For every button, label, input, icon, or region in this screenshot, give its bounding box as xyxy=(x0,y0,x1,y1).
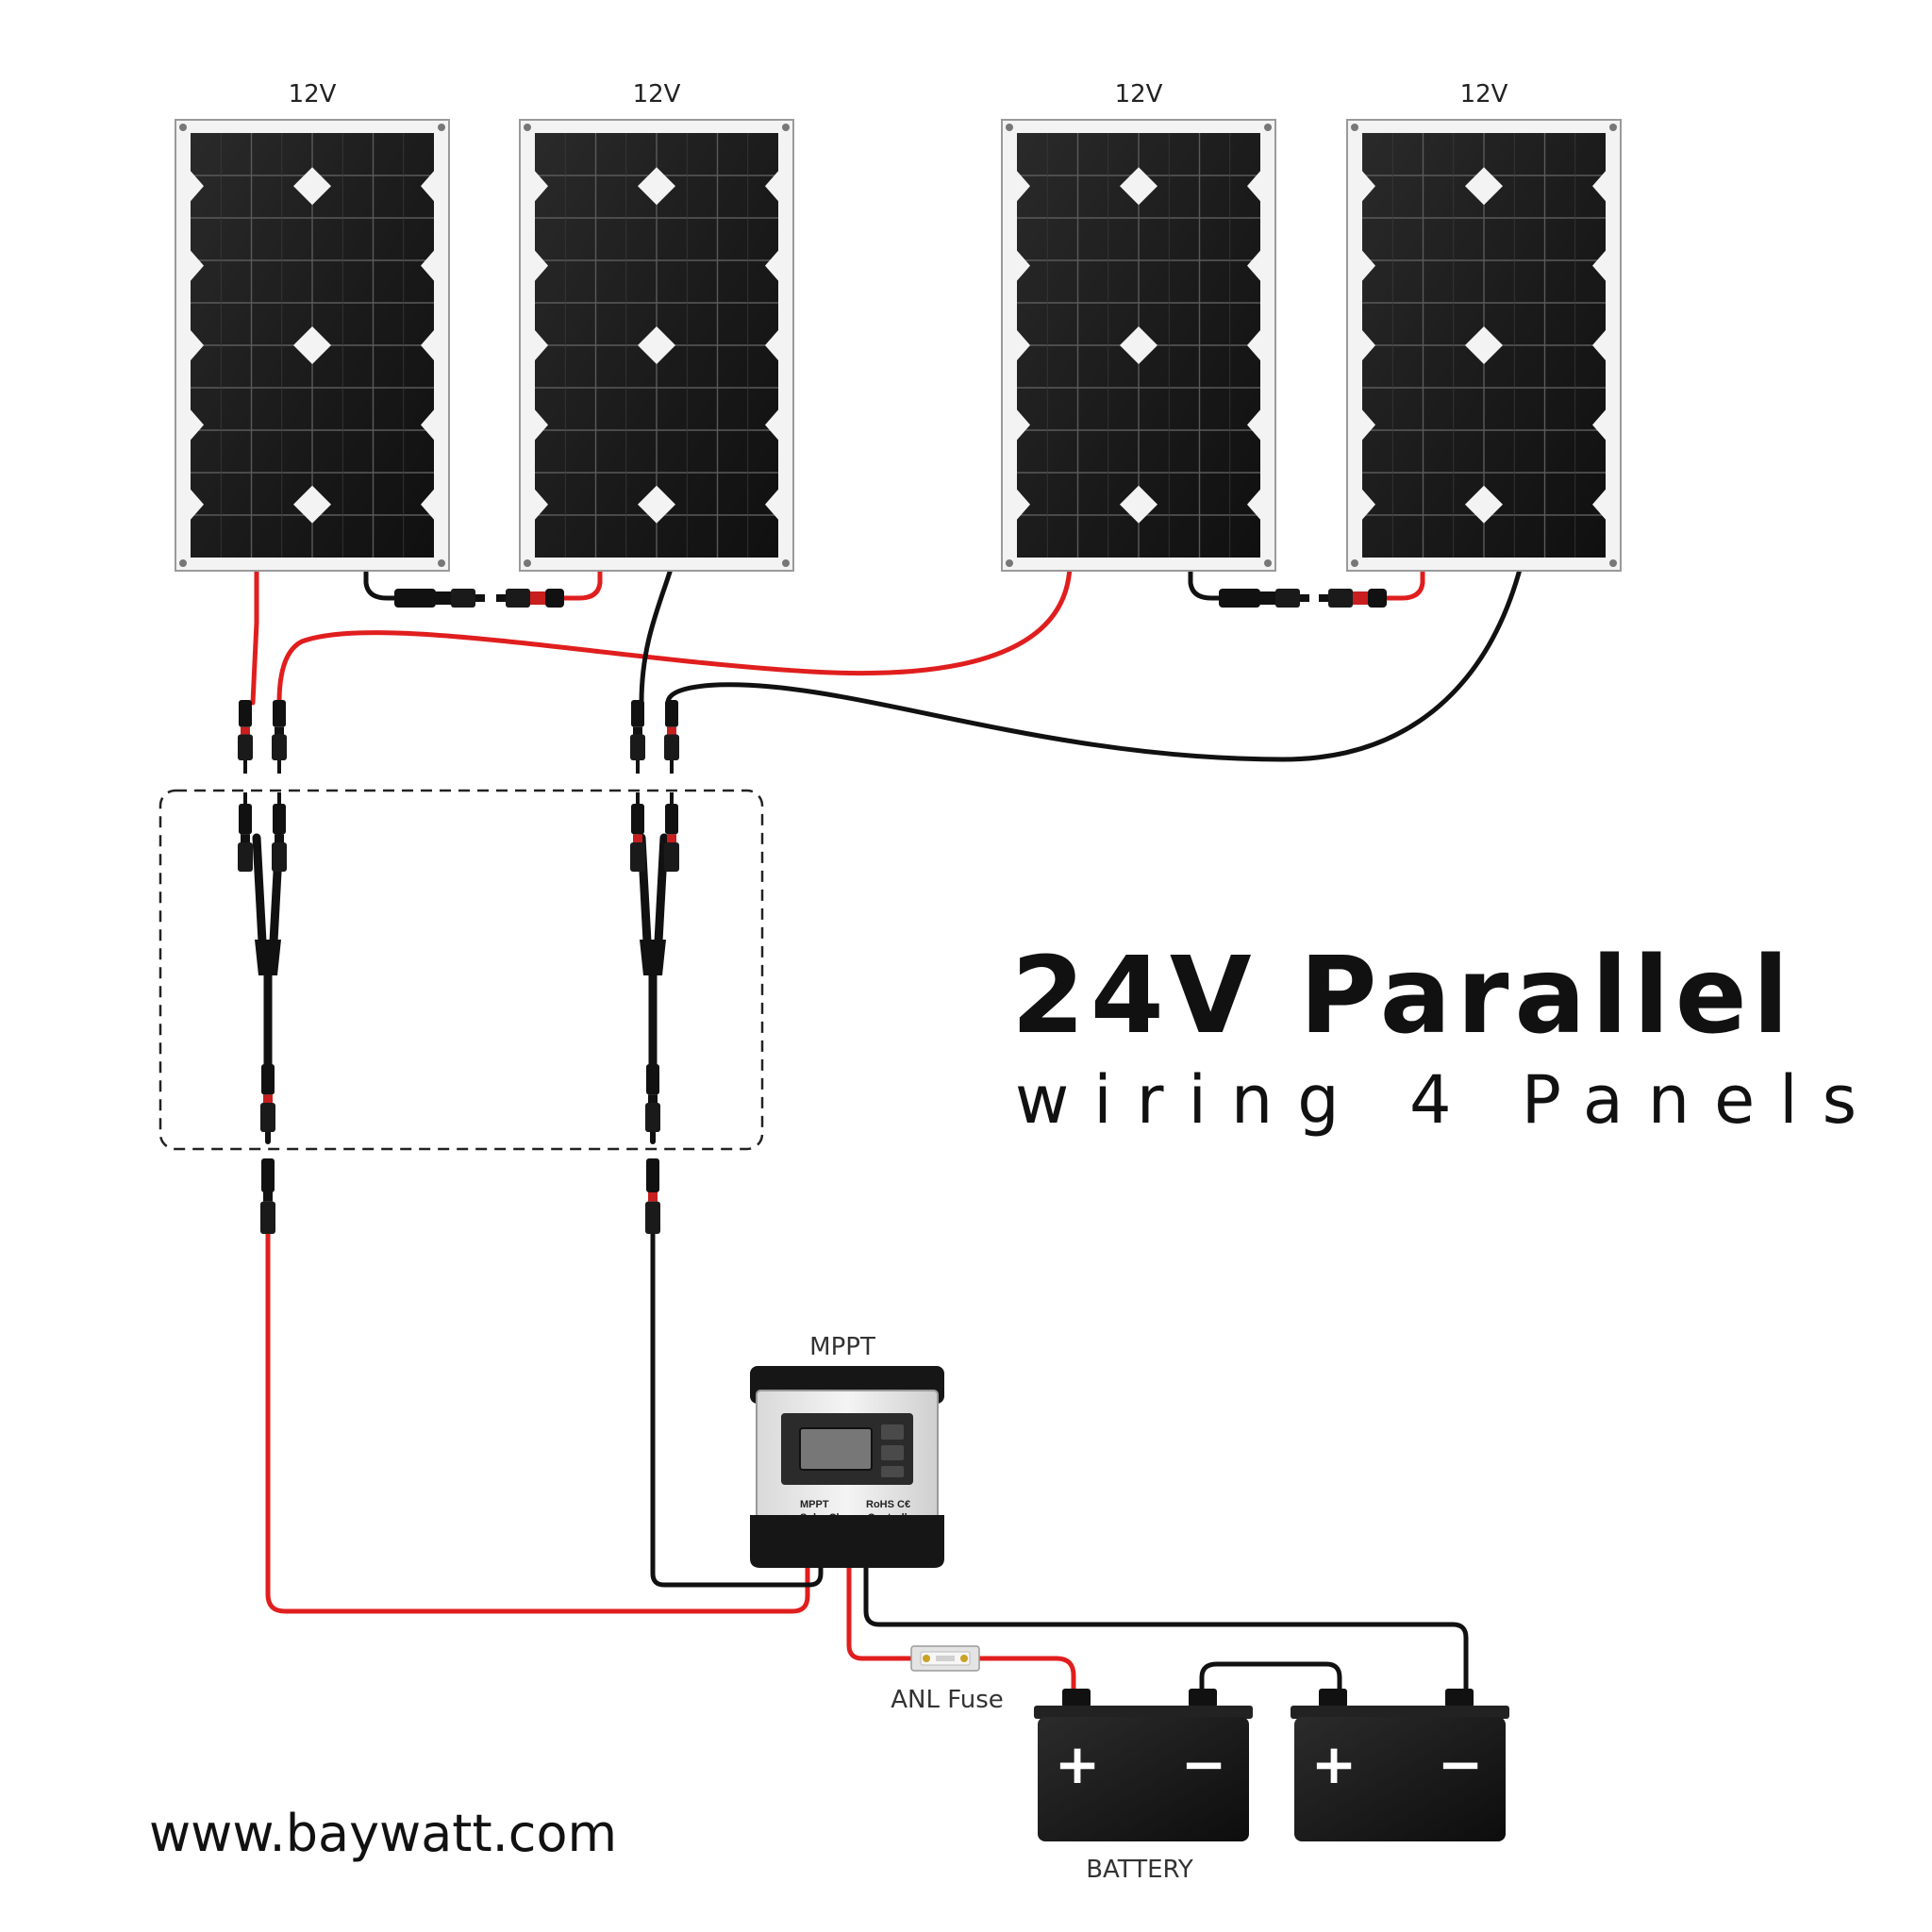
solar-panel-icon xyxy=(519,119,794,572)
fuse-label: ANL Fuse xyxy=(891,1686,1004,1714)
wire-panel2-positive-short xyxy=(561,563,603,601)
battery-icon: + − xyxy=(1034,1689,1253,1841)
mc4-connector-icon xyxy=(238,804,253,872)
solar-panel-icon xyxy=(1346,119,1622,572)
mc4-connector-icon xyxy=(260,1064,275,1132)
wire-battery-link xyxy=(1199,1661,1342,1695)
controller-face-brand: MPPT xyxy=(800,1499,829,1510)
solar-panels: 12V 12V 12V 12V xyxy=(175,80,1622,572)
vertical-connectors xyxy=(238,700,679,1234)
wire-panel2-negative xyxy=(639,563,675,706)
wire-battery-positive-after-fuse xyxy=(976,1656,1076,1695)
wire-pv-negative-main xyxy=(650,1228,824,1588)
charge-controller-icon: MPPT MPPT RoHS C€ Solar Charge Controlle… xyxy=(750,1333,944,1568)
mc4-connector-icon xyxy=(272,700,287,760)
y-branch-box xyxy=(158,789,764,1151)
diagram-title: 24V Parallel xyxy=(1011,935,1794,1058)
mc4-connector-icon xyxy=(645,1064,660,1132)
mc4-connector-icon xyxy=(630,804,645,872)
battery-plus-symbol: + xyxy=(1055,1732,1101,1796)
wire-battery-positive xyxy=(846,1554,914,1661)
controller-label: MPPT xyxy=(809,1333,875,1361)
wire-battery-negative xyxy=(863,1554,1469,1695)
diagram-subtitle: wiring 4 Panels xyxy=(1015,1061,1881,1139)
panel-voltage-label: 12V xyxy=(1115,80,1163,108)
panel-voltage-label: 12V xyxy=(1460,80,1508,108)
panel-voltage-label: 12V xyxy=(289,80,337,108)
solar-panel-icon xyxy=(1001,119,1276,572)
batteries: + − + − BATTERY xyxy=(1034,1689,1509,1884)
fuse-icon xyxy=(910,1645,980,1672)
solar-panel-icon xyxy=(175,119,450,572)
y-branch-connector-icon xyxy=(640,940,666,975)
battery-label: BATTERY xyxy=(1086,1856,1193,1884)
website-url: www.baywatt.com xyxy=(149,1804,617,1863)
wire-panel1-negative-short xyxy=(363,563,397,601)
wire-panel3-positive xyxy=(276,563,1073,706)
panel-voltage-label: 12V xyxy=(633,80,681,108)
wire-pv-positive-main xyxy=(265,1228,810,1614)
mc4-connector-icon xyxy=(664,804,679,872)
battery-minus-symbol: − xyxy=(1438,1732,1484,1796)
mc4-connector-icon xyxy=(272,804,287,872)
mc4-connector-icon xyxy=(1219,589,1309,608)
series-connectors xyxy=(394,589,1387,608)
y-branch-connector-icon xyxy=(255,940,281,975)
wire-panel4-negative xyxy=(665,563,1524,762)
controller-face-cert: RoHS C€ xyxy=(866,1499,910,1510)
mc4-connector-icon xyxy=(394,589,485,608)
mc4-connector-icon xyxy=(260,1158,275,1234)
battery-plus-symbol: + xyxy=(1311,1732,1357,1796)
mc4-connector-icon xyxy=(630,700,645,760)
mc4-connector-icon xyxy=(238,700,253,760)
wire-panel1-positive xyxy=(250,563,259,706)
battery-minus-symbol: − xyxy=(1181,1732,1227,1796)
mc4-connector-icon xyxy=(664,700,679,760)
mc4-connector-icon xyxy=(645,1158,660,1234)
wire-panel4-positive-short xyxy=(1384,563,1425,601)
battery-icon: + − xyxy=(1291,1689,1509,1841)
mc4-connector-icon xyxy=(496,589,564,608)
wire-panel3-negative-short xyxy=(1188,563,1222,601)
mc4-connector-icon xyxy=(1319,589,1387,608)
